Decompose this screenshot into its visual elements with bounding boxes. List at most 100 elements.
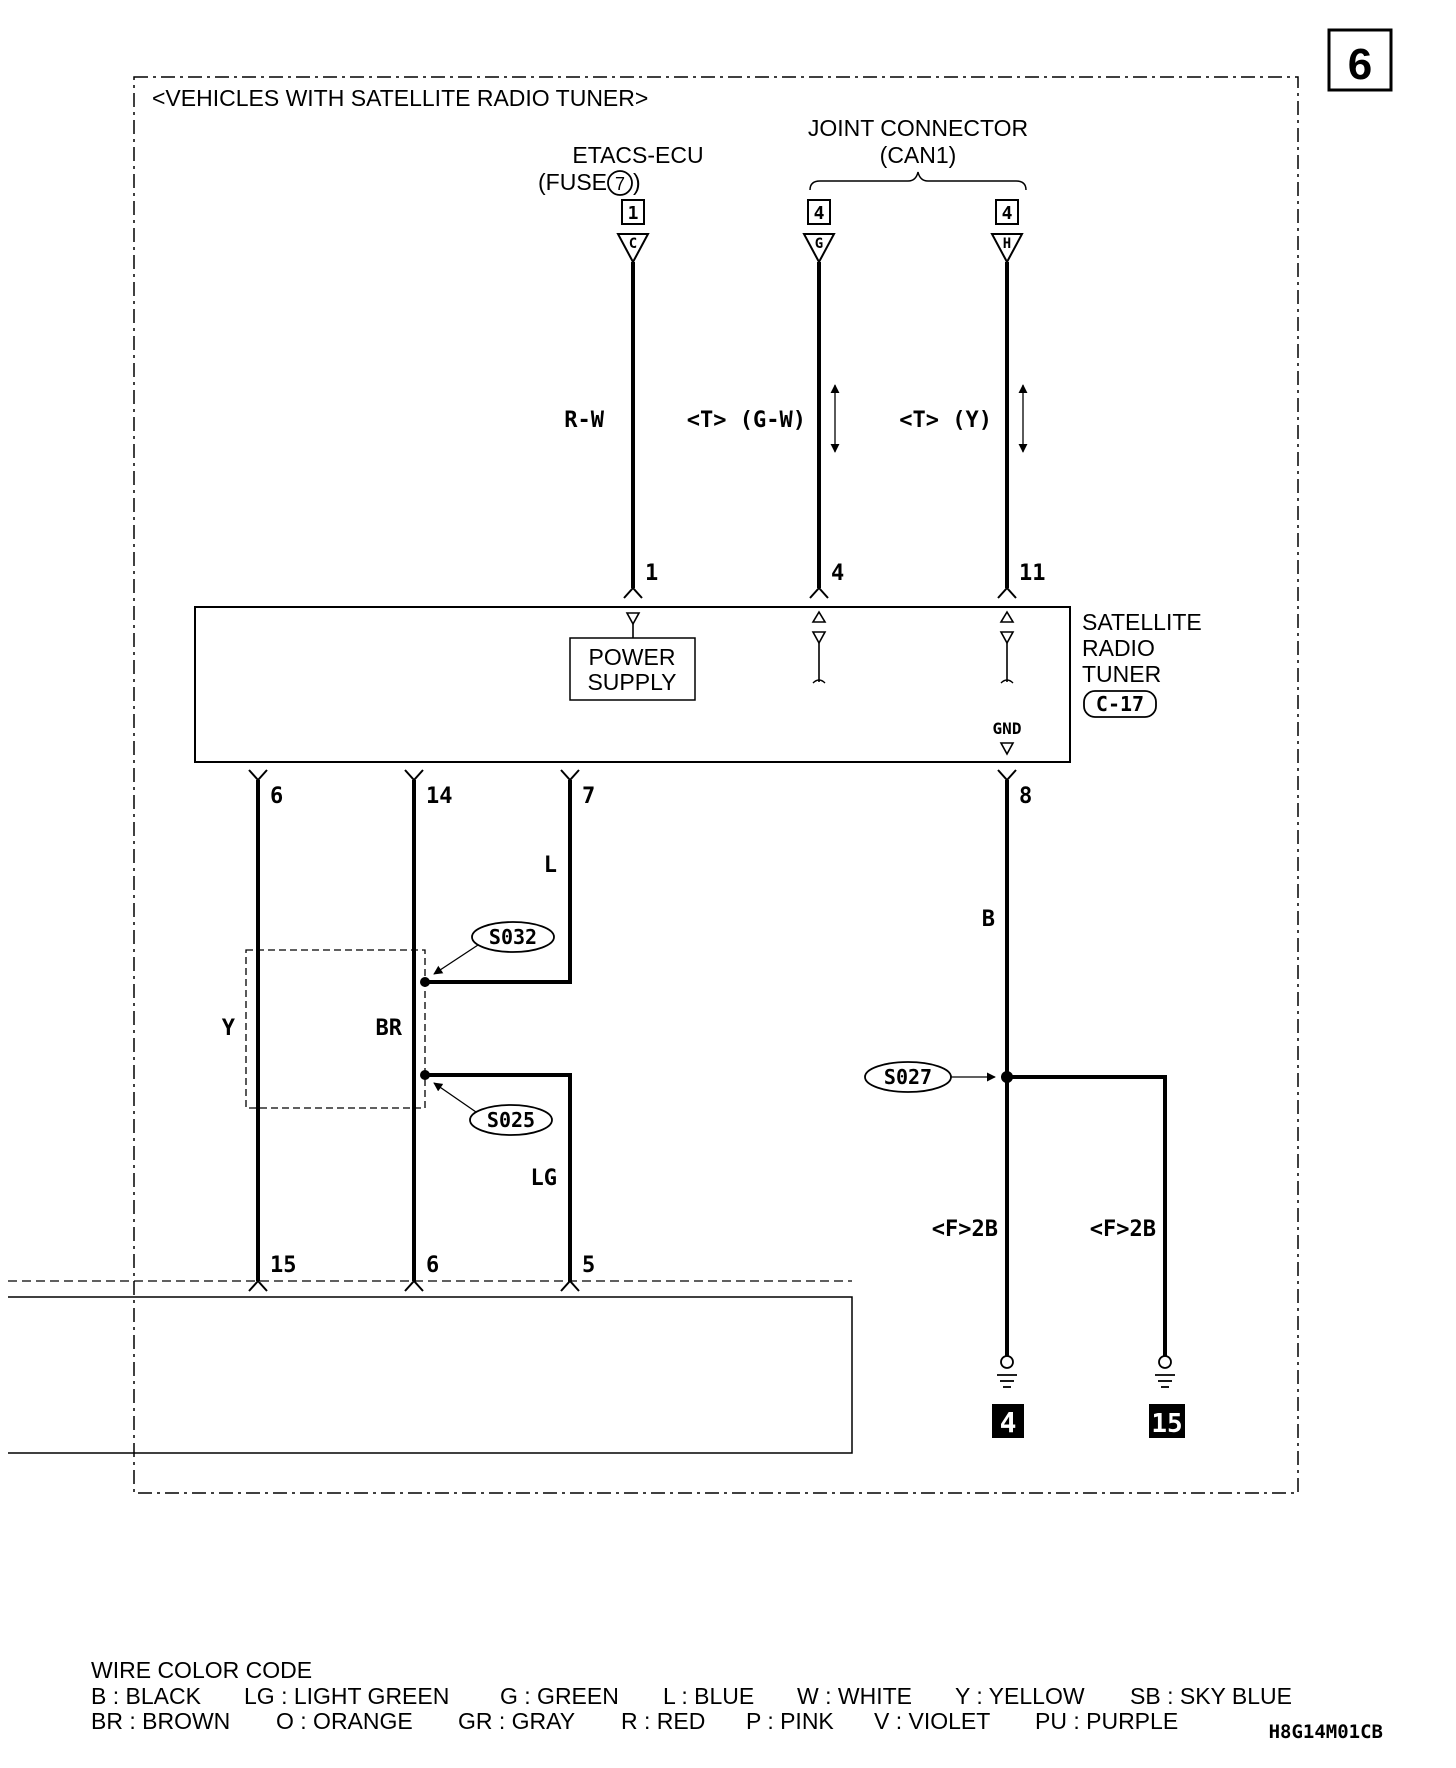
legend-row1-item-6: Y : YELLOW <box>955 1683 1085 1709</box>
legend-row1-item-1: B : BLACK <box>91 1683 202 1709</box>
joint-connector-brace <box>809 171 1027 191</box>
splice-label-s025: S025 <box>487 1108 535 1132</box>
wire-label-y: Y <box>222 1016 236 1041</box>
ground-point-1-number: 4 <box>1000 1406 1017 1439</box>
pin-chevron-4 <box>809 586 829 599</box>
pin-chevron-8 <box>997 769 1017 782</box>
etacs-connector: 1 C <box>616 199 650 265</box>
joint-connector-label: JOINT CONNECTOR <box>808 115 1028 141</box>
fuse-number: 7 <box>615 174 625 194</box>
page-number-box: 6 <box>1327 28 1393 92</box>
fuse-label-prefix: (FUSE <box>538 169 607 195</box>
ground-wire-label-2: <F>2B <box>1090 1217 1156 1242</box>
power-supply-label-2: SUPPLY <box>587 669 676 695</box>
gnd-label: GND <box>993 719 1022 738</box>
wire-label-y-can: <T> (Y) <box>899 408 992 433</box>
splice-area-dashed-box <box>245 949 426 1109</box>
vehicle-variant-frame <box>133 76 1299 1494</box>
legend-title: WIRE COLOR CODE <box>91 1657 312 1683</box>
legend-row2-item-3: GR : GRAY <box>458 1708 575 1734</box>
tuner-name-3: TUNER <box>1082 661 1161 687</box>
pin-number-mid: 6 <box>426 1253 439 1278</box>
wire-label-lg: LG <box>531 1166 558 1191</box>
legend-row2-item-1: BR : BROWN <box>91 1708 230 1734</box>
splice-label-s027: S027 <box>884 1065 932 1089</box>
wire-lg <box>425 1073 572 1281</box>
splice-dot-s027 <box>1001 1071 1013 1083</box>
etacs-ecu-label: ETACS-ECU <box>572 142 703 168</box>
legend-row1-item-4: L : BLUE <box>663 1683 754 1709</box>
can-g-connector-number: 4 <box>814 203 825 224</box>
diagram-code: H8G14M01CB <box>1269 1721 1383 1743</box>
ground-point-1: 4 <box>992 1404 1024 1439</box>
can-h-terminal-letter: H <box>1003 236 1011 252</box>
wire-label-r-w: R-W <box>564 408 604 433</box>
legend-row1-item-7: SB : SKY BLUE <box>1130 1683 1292 1709</box>
ground-point-2: 15 <box>1149 1404 1185 1439</box>
can-h-io-symbol <box>999 610 1015 684</box>
power-input-triangle <box>625 612 641 626</box>
pin-number-right: 5 <box>582 1253 595 1278</box>
tuner-name-2: RADIO <box>1082 635 1155 661</box>
page-number: 6 <box>1348 40 1372 89</box>
can-g-io-symbol <box>811 610 827 684</box>
pin-number-left: 15 <box>270 1253 297 1278</box>
splice-tag-s027: S027 <box>864 1061 952 1093</box>
legend-row2-item-4: R : RED <box>621 1708 705 1734</box>
wire-label-br: BR <box>376 1016 403 1041</box>
ground-symbol-2 <box>1155 1355 1175 1388</box>
wire-ground-branch <box>1007 1075 1167 1356</box>
pin-number-gnd: 8 <box>1019 784 1032 809</box>
wire-label-l: L <box>544 853 557 878</box>
pin-number-bottom-2: 14 <box>426 784 453 809</box>
ground-point-2-number: 15 <box>1151 1409 1182 1439</box>
pin-chevron-1 <box>623 586 643 599</box>
gnd-triangle <box>999 742 1015 756</box>
lower-component-outline <box>8 1296 853 1454</box>
tuner-name-1: SATELLITE <box>1082 609 1202 635</box>
pin-number-power: 1 <box>645 561 658 586</box>
etacs-terminal-letter: C <box>629 236 637 252</box>
pin-number-can-g: 4 <box>831 561 844 586</box>
pin-chevron-14 <box>404 769 424 782</box>
legend-row1-item-2: LG : LIGHT GREEN <box>244 1683 449 1709</box>
wire-label-b: B <box>982 907 995 932</box>
pin-number-can-h: 11 <box>1019 561 1046 586</box>
legend-row2-item-7: PU : PURPLE <box>1035 1708 1178 1734</box>
wire-l <box>425 780 572 984</box>
pin-chevron-15 <box>248 1279 268 1292</box>
pin-chevron-5 <box>560 1279 580 1292</box>
satellite-radio-tuner-box <box>194 606 1071 763</box>
fuse-label-suffix: ) <box>633 169 641 195</box>
can-g-terminal-letter: G <box>815 236 823 252</box>
wire-label-g-w: <T> (G-W) <box>687 408 806 433</box>
legend-row2-item-6: V : VIOLET <box>874 1708 990 1734</box>
tuner-connector-id: C-17 <box>1096 692 1144 716</box>
ground-symbol-1 <box>997 1355 1017 1388</box>
tuner-connector-id-frame <box>1083 690 1157 718</box>
ground-wire-label-1: <F>2B <box>932 1217 998 1242</box>
pin-number-bottom-3: 7 <box>582 784 595 809</box>
can-g-connector: 4 G <box>802 199 836 265</box>
section-title: <VEHICLES WITH SATELLITE RADIO TUNER> <box>152 85 648 111</box>
splice-label-s032: S032 <box>489 925 537 949</box>
joint-connector-can-label: (CAN1) <box>880 142 957 168</box>
legend-row1-item-5: W : WHITE <box>797 1683 912 1709</box>
fuse-number-circle <box>607 170 633 196</box>
can-h-connector: 4 H <box>990 199 1024 265</box>
pin-chevron-6 <box>248 769 268 782</box>
splice-tag-s025: S025 <box>469 1104 553 1136</box>
pin-chevron-6b <box>404 1279 424 1292</box>
legend-row1-item-3: G : GREEN <box>500 1683 619 1709</box>
splice-arrow-s032 <box>433 944 479 975</box>
power-supply-box <box>569 637 696 701</box>
can-h-connector-number: 4 <box>1002 203 1013 224</box>
etacs-connector-number: 1 <box>628 203 639 224</box>
power-supply-label-1: POWER <box>589 644 676 670</box>
pin-chevron-7 <box>560 769 580 782</box>
pin-number-bottom-1: 6 <box>270 784 283 809</box>
splice-tag-s032: S032 <box>471 921 555 953</box>
legend-row2-item-2: O : ORANGE <box>276 1708 413 1734</box>
splice-arrow-s025 <box>433 1082 477 1113</box>
